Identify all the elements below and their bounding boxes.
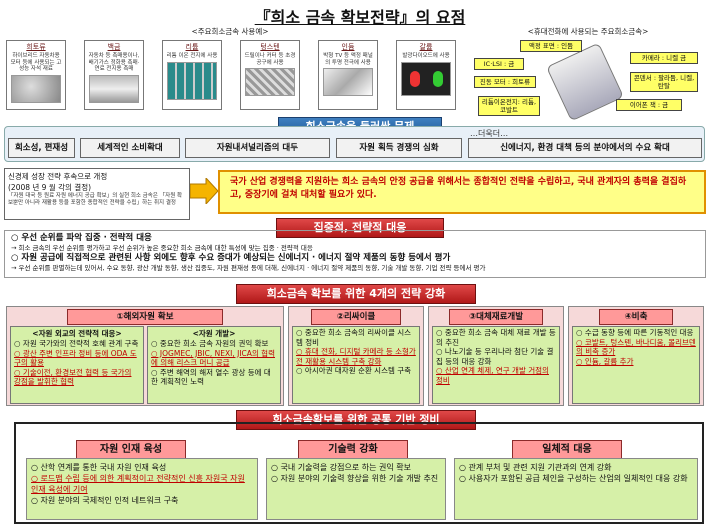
magnet-photo	[11, 74, 61, 103]
substitute-item-1: ○ 중요한 희소 금속 대체 재료 개발 등의 추진	[436, 328, 556, 347]
base-panel	[14, 422, 704, 524]
phone-part-ic: IC·LSI : 금	[474, 58, 524, 70]
base-unified-title: 일체적 대응	[512, 440, 622, 460]
recycle-item-2: ○ 휴대 전화, 디지털 카메라 등 소형가전 재활용 시스템 구축 강화	[296, 347, 416, 366]
phone-part-capacitor: 콘덴서 : 팔라듐, 니켈, 탄탈	[630, 72, 698, 92]
problems-more: …더욱더…	[470, 129, 509, 138]
substitute-item-2: ○ 나노기술 등 우리나라 첨단 기술 결집 등의 대응 강화	[436, 347, 554, 366]
development-title: <자원 개발>	[192, 329, 236, 338]
battery-photo	[167, 61, 217, 100]
focus-item-2-sub: → 우선 순위를 판별하는데 있어서, 수요 동향, 광산 개발 동향, 생산 …	[11, 264, 486, 272]
recycle-box: ○ 중요한 희소 금속의 리싸이클 시스템 정비 ○ 휴대 전화, 디지털 카메…	[292, 326, 420, 404]
led-photo	[401, 61, 451, 96]
policy-title: 신경제 성장 전략 후속으로 개정	[8, 172, 108, 181]
development-box: <자원 개발> ○ 중요한 희소 금속 자원의 권익 확보 ○ JOGMEC, …	[147, 326, 281, 404]
base-hr-item-3: ○ 자원 분야의 국제적인 인적 네트워크 구축	[31, 496, 179, 505]
substitute-item-3: ○ 산업 연계 체제, 연구 개발 거점의 정비	[436, 366, 549, 385]
catalyst-photo	[89, 74, 139, 103]
diplomacy-box: <자원 외교의 전략적 대응> ○ 자원 국가와의 전략적 호혜 관계 구축 ○…	[10, 326, 144, 404]
base-unified-item-2: ○ 사용자가 포함된 공급 체인을 구성하는 산업의 일체적인 대응 강화	[459, 474, 688, 483]
problem-consumption: 세계적인 소비확대	[80, 138, 180, 158]
problem-demand: 신에너지, 환경 대책 등의 분야에서의 수요 확대	[468, 138, 702, 158]
stockpile-item-3: ○ 인듐, 갈륨 추가	[576, 356, 634, 366]
page-title: 『희소 금속 확보전략』의 요점	[254, 8, 466, 27]
substitute-box: ○ 중요한 희소 금속 대체 재료 개발 등의 추진 ○ 나노기술 등 우리나라…	[432, 326, 560, 404]
pillar-substitute-title: ③대체재료개발	[449, 309, 543, 325]
base-hr-item-1: ○ 산학 연계를 통한 국내 자원 인재 육성	[31, 463, 167, 472]
diplomacy-item-2: ○ 광산 주변 인프라 정비 등에 ODA 도구의 활용	[14, 348, 137, 368]
phone-illustration	[546, 42, 624, 122]
metal-card-indium: 인듐 박형 TV 등 액정 패널의 투명 전극에 사용	[318, 40, 378, 110]
base-hr-title: 자원 인재 육성	[76, 440, 186, 460]
focus-item-1-head: ○ 우선 순위를 파악 집중 · 전략적 대응	[11, 233, 152, 243]
metal-card-lithium: 리튬 리튬 이온 전지에 사용	[162, 40, 222, 110]
focus-panel: ○ 우선 순위를 파악 집중 · 전략적 대응 → 희소 금속의 우선 순위를 …	[4, 230, 706, 278]
focus-item-2-head: ○ 자원 공급에 직접적으로 관련된 사항 외에도 향후 수요 증대가 예상되는…	[11, 253, 451, 263]
policy-box: 신경제 성장 전략 후속으로 개정 (2008 년 9 월 각의 결정) 「자원…	[4, 168, 190, 220]
pillar-substitute: ③대체재료개발 ○ 중요한 희소 금속 대체 재료 개발 등의 추진 ○ 나노기…	[428, 306, 564, 406]
pillar-stockpile-title: ④비축	[599, 309, 673, 325]
problem-scarcity: 희소성, 편재성	[8, 138, 75, 158]
pillars-header: 희소금속 확보를 위한 4개의 전략 강화	[236, 284, 476, 304]
development-item-1: ○ 중요한 희소 금속 자원의 권익 확보	[151, 339, 269, 348]
base-tech-box: ○ 국내 기술력을 강점으로 하는 권익 확보 ○ 자원 분야의 기술력 향상을…	[266, 458, 446, 520]
base-tech-item-1: ○ 국내 기술력을 강점으로 하는 권익 확보	[271, 463, 411, 472]
problem-nationalism: 자원내셔널리즘의 대두	[185, 138, 330, 158]
recycle-item-1: ○ 중요한 희소 금속의 리싸이클 시스템 정비	[296, 328, 412, 347]
ingot-photo	[323, 68, 373, 96]
base-unified-item-1: ○ 관계 부처 및 관련 지원 기관과의 연계 강화	[459, 463, 612, 472]
metal-card-tungsten: 텅스텐 드릴이나 커터 등 초경 공구에 사용	[240, 40, 300, 110]
metal-card-rare-earth: 희토류 하이브리드 자동차용 모터 등에 사용되는 고성능 자석 재료	[6, 40, 66, 110]
phone-caption: <휴대전화에 사용되는 주요희소금속>	[527, 27, 649, 36]
drill-photo	[245, 68, 295, 96]
pillar-recycle-title: ②리싸이클	[311, 309, 401, 325]
diplomacy-item-3: ○ 기술이전, 환경보전 협력 등 국가의 강점을 발휘한 협력	[14, 367, 132, 387]
policy-date: (2008 년 9 월 각의 결정)	[8, 183, 92, 192]
development-item-2: ○ JOGMEC, JBIC, NEXI, JICA의 협력에 의해 리스크 머…	[151, 348, 275, 368]
pillar-overseas: ①해외자원 확보 <자원 외교의 전략적 대응> ○ 자원 국가와의 전략적 호…	[6, 306, 284, 406]
policy-body: 「자원 대국 등 원료 자원 에너지 공급 확보」의 실현 희소 금속은 「자원…	[8, 193, 183, 206]
phone-part-lcd: 액정 표면 : 인듐	[520, 40, 582, 52]
metals-caption: <주요희소금속 사용예>	[191, 27, 269, 36]
phone-part-camera: 카메라 : 니켈 금	[630, 52, 698, 64]
problem-competition: 자원 획득 경쟁의 심화	[336, 138, 462, 158]
stockpile-box: ○ 수급 동향 등에 따른 기동적인 대응 ○ 코발트, 텅스텐, 바나디움, …	[572, 326, 700, 404]
metal-card-platinum: 백금 자동차 등 촉매용이나, 배기가스 정화용 촉매·연료 전지용 촉매	[84, 40, 144, 110]
development-item-3: ○ 주변 해역의 해저 열수 광상 등에 대한 계획적인 노력	[151, 367, 271, 387]
stockpile-item-1: ○ 수급 동향 등에 따른 기동적인 대응	[576, 328, 694, 337]
arrow-right-icon	[190, 178, 219, 204]
phone-part-motor: 진동 모터 : 희토류	[474, 76, 536, 88]
base-unified-box: ○ 관계 부처 및 관련 지원 기관과의 연계 강화 ○ 사용자가 포함된 공급…	[454, 458, 698, 520]
metal-card-gallium: 갈륨 발광다이오드에 사용	[396, 40, 456, 110]
phone-part-battery: 리튬이온전지: 리튬,코발트	[478, 96, 540, 116]
pillar-recycle: ②리싸이클 ○ 중요한 희소 금속의 리싸이클 시스템 정비 ○ 휴대 전화, …	[288, 306, 424, 406]
diplomacy-item-1: ○ 자원 국가와의 전략적 호혜 관계 구축	[14, 339, 139, 348]
base-hr-item-2: ○ 로드맵 수립 등에 의한 계획적이고 전략적인 신흥 자원국 자원 인재 육…	[31, 474, 245, 494]
phone-part-earphone: 이어폰 잭 : 금	[616, 99, 682, 111]
base-hr-box: ○ 산학 연계를 통한 국내 자원 인재 육성 ○ 로드맵 수립 등에 의한 계…	[26, 458, 258, 520]
focus-item-1-sub: → 희소 금속의 우선 순위를 평가하고 우선 순위가 높은 중요한 희소 금속…	[11, 244, 313, 252]
recycle-item-3: ○ 아시아권 대자원 순환 시스템 구축	[296, 366, 412, 375]
pillar-stockpile: ④비축 ○ 수급 동향 등에 따른 기동적인 대응 ○ 코발트, 텅스텐, 바나…	[568, 306, 704, 406]
stockpile-item-2: ○ 코발트, 텅스텐, 바나디움, 몰리브덴의 비축 증가	[576, 337, 696, 357]
base-tech-title: 기술력 강화	[298, 440, 408, 460]
strategy-statement: 국가 산업 경쟁력을 지원하는 희소 금속의 안정 공급을 위해서는 종합적인 …	[218, 170, 706, 214]
pillar-overseas-title: ①해외자원 확보	[67, 309, 223, 325]
base-tech-item-2: ○ 자원 분야의 기술력 향상을 위한 기술 개발 추진	[271, 474, 439, 483]
diplomacy-title: <자원 외교의 전략적 대응>	[32, 329, 122, 338]
